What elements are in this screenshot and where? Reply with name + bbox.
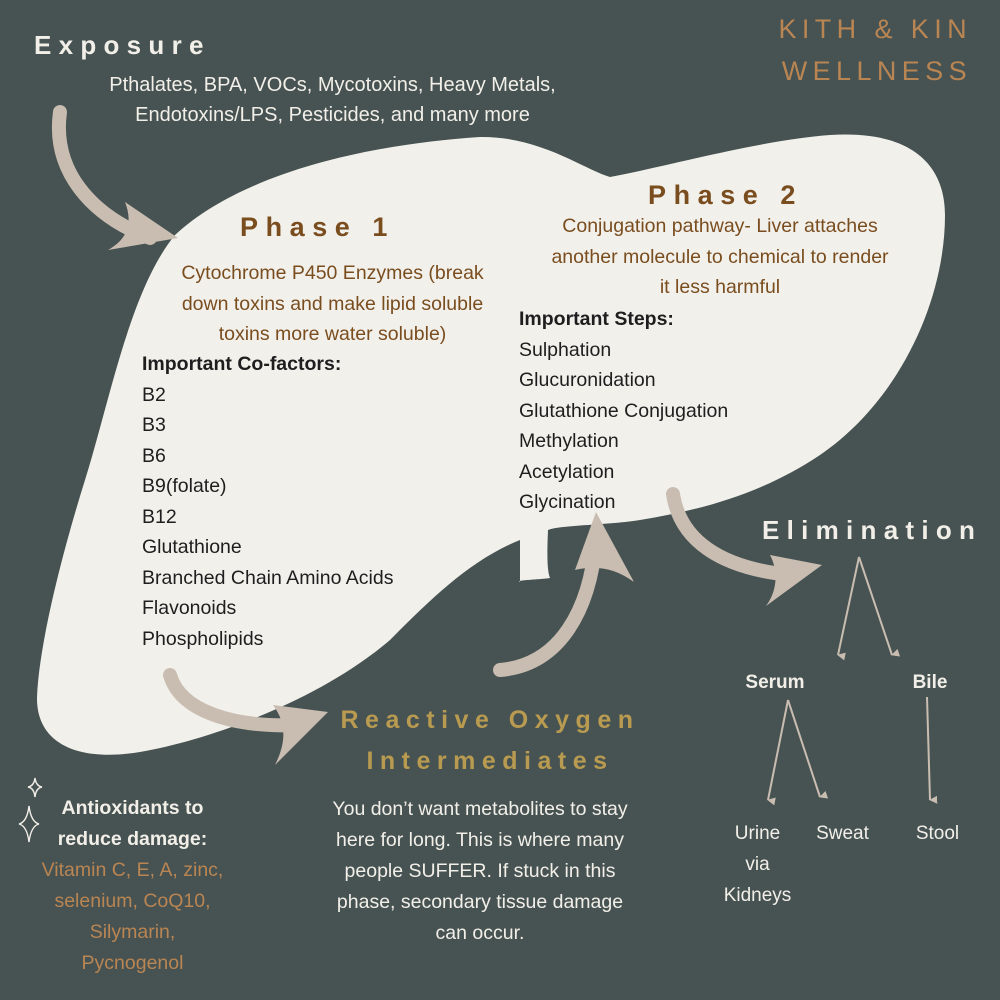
node-urine-via-kidneys: Urine via Kidneys (710, 818, 805, 911)
brand-line-2: WELLNESS (781, 56, 972, 86)
antioxidants-line: selenium, CoQ10, (54, 890, 211, 912)
antioxidants-line: Vitamin C, E, A, zinc, (41, 859, 224, 881)
elimination-title: Elimination (762, 515, 983, 545)
arrow-elimination-to-bile (858, 556, 901, 657)
phase1-description: Cytochrome P450 Enzymes (break down toxi… (140, 258, 525, 350)
antioxidants-list: Vitamin C, E, A, zinc, selenium, CoQ10, … (20, 855, 245, 979)
roi-text-line: people SUFFER. If stuck in this (344, 860, 616, 882)
roi-description: You don’t want metabolites to stay here … (290, 794, 670, 949)
arrow-phase1-to-roi (163, 668, 328, 765)
antioxidants-line: Silymarin, (89, 921, 176, 943)
roi-text-line: here for long. This is where many (336, 829, 624, 851)
phase1-cofactor-list: Important Co-factors: B2 B3 B6 B9(folate… (142, 349, 393, 654)
phase2-description: Conjugation pathway- Liver attaches anot… (510, 211, 930, 303)
arrow-phase2-to-elimination (666, 487, 822, 606)
antioxidants-header-line: Antioxidants to (61, 797, 204, 819)
node-line: via (745, 854, 770, 875)
list-item: Glycination (519, 491, 616, 513)
list-item: B9(folate) (142, 475, 227, 497)
phase2-steps-list: Important Steps: Sulphation Glucuronidat… (519, 304, 728, 518)
list-item: Branched Chain Amino Acids (142, 566, 394, 589)
antioxidants-line: Pycnogenol (81, 952, 184, 974)
node-line: Urine (734, 823, 781, 844)
list-item: B3 (142, 414, 166, 436)
description-line: it less harmful (659, 276, 781, 298)
description-line: Conjugation pathway- Liver attaches (562, 215, 878, 237)
node-line: Kidneys (723, 885, 792, 906)
description-line: down toxins and make lipid soluble (181, 292, 484, 315)
node-sweat: Sweat (816, 823, 869, 844)
exposure-line: Pthalates, BPA, VOCs, Mycotoxins, Heavy … (109, 74, 556, 96)
arrow-serum-to-sweat (787, 699, 829, 799)
node-bile: Bile (912, 672, 948, 693)
phase1-list-header: Important Co-factors: (142, 353, 342, 375)
roi-title-line: Reactive Oxygen (340, 706, 640, 734)
roi-text-line: You don’t want metabolites to stay (332, 798, 628, 820)
phase2-list-header: Important Steps: (519, 308, 674, 330)
phase2-title: Phase 2 (648, 180, 803, 210)
list-item: Glucuronidation (519, 369, 656, 391)
antioxidants-header-line: reduce damage: (57, 828, 208, 850)
arrow-roi-to-phase2 (493, 512, 634, 677)
phase1-title: Phase 1 (240, 212, 395, 242)
list-item: Glutathione Conjugation (519, 399, 729, 422)
sparkle-icon (18, 777, 43, 843)
list-item: Flavonoids (142, 597, 237, 619)
list-item: Acetylation (519, 460, 615, 483)
roi-text-line: can occur. (435, 922, 525, 944)
arrow-serum-to-urine (767, 699, 789, 806)
list-item: Glutathione (142, 536, 242, 558)
arrow-bile-to-stool (926, 696, 938, 804)
list-item: B6 (142, 444, 166, 467)
list-item: Methylation (519, 430, 619, 452)
exposure-line: Endotoxins/LPS, Pesticides, and many mor… (135, 104, 530, 126)
list-item: B2 (142, 383, 166, 406)
description-line: toxins more water soluble) (218, 323, 447, 345)
arrow-exposure-to-phase1 (51, 105, 178, 250)
list-item: Phospholipids (142, 627, 264, 650)
description-line: Cytochrome P450 Enzymes (break (181, 262, 484, 284)
list-item: Sulphation (519, 338, 612, 361)
roi-text-line: phase, secondary tissue damage (336, 891, 624, 913)
list-item: B12 (142, 505, 177, 528)
node-serum: Serum (745, 672, 805, 693)
exposure-toxins-text: Pthalates, BPA, VOCs, Mycotoxins, Heavy … (60, 70, 605, 130)
roi-title-line: Intermediates (366, 747, 614, 775)
exposure-title: Exposure (34, 30, 211, 60)
liver-shape (37, 134, 945, 755)
antioxidants-header: Antioxidants to reduce damage: (30, 793, 235, 855)
brand-logo: KITH & KIN WELLNESS (778, 8, 972, 92)
roi-title: Reactive Oxygen Intermediates (320, 700, 660, 782)
description-line: another molecule to chemical to render (551, 245, 889, 268)
node-stool: Stool (915, 823, 960, 844)
brand-line-1: KITH & KIN (778, 14, 972, 44)
arrow-elimination-to-serum (837, 556, 860, 661)
